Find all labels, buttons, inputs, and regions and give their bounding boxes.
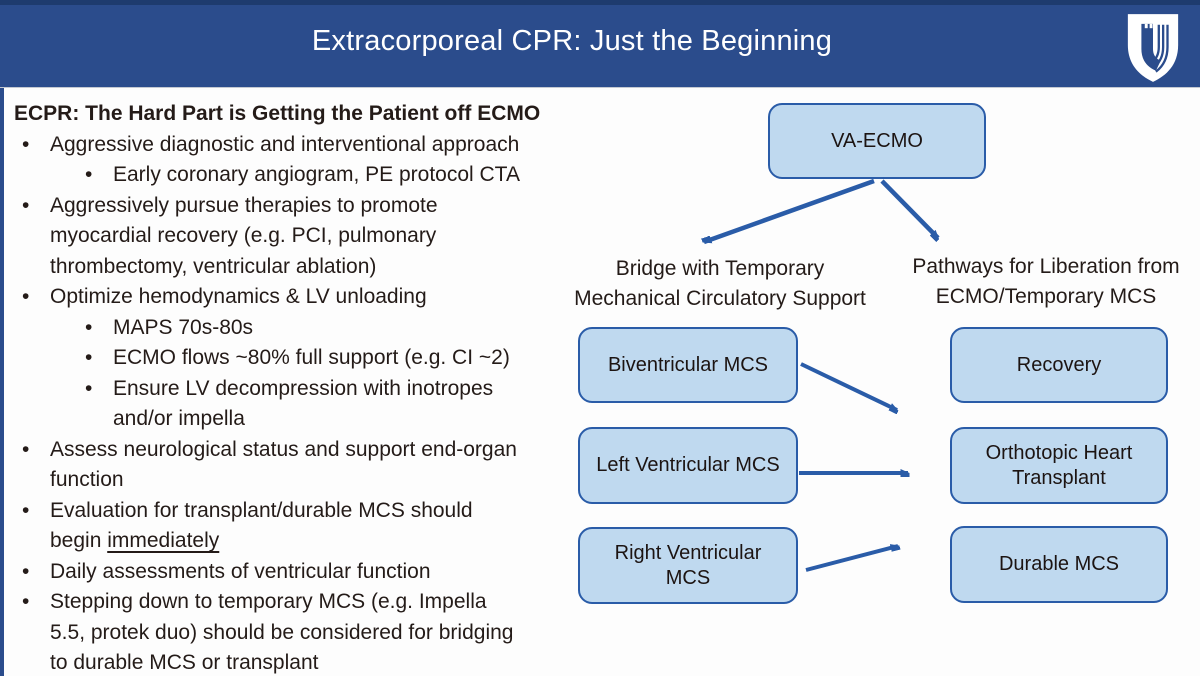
header-bar: Extracorporeal CPR: Just the Beginning (0, 0, 1200, 88)
bullet-text: Daily assessments of ventricular functio… (50, 559, 431, 583)
bullet-item: • Optimize hemodynamics & LV unloading (14, 282, 574, 313)
bullet-marker: • (22, 132, 30, 156)
bullet-marker: • (85, 376, 93, 400)
bullet-marker: • (22, 285, 30, 308)
branch-label-bridge: Bridge with Temporary Mechanical Circula… (574, 257, 866, 310)
bullet-item: • Daily assessments of ventricular functi… (14, 557, 574, 588)
flow-node-va-ecmo: VA-ECMO (768, 103, 986, 179)
bullet-text: Assess neurological status and support e… (50, 437, 517, 492)
bullet-item: • Stepping down to temporary MCS (e.g. Im… (14, 587, 574, 676)
left-edge-strip (0, 88, 4, 676)
bullet-text: Aggressive diagnostic and interventional… (50, 132, 520, 156)
bullet-item: • MAPS 70s-80s (14, 313, 574, 344)
flow-node-left-ventricular-mcs: Left Ventricular MCS (578, 427, 798, 504)
bullet-text: Ensure LV decompression with inotropes a… (113, 376, 494, 431)
branch-label-liberation: Pathways for Liberation from ECMO/Tempor… (912, 255, 1180, 308)
left-panel: ECPR: The Hard Part is Getting the Patie… (14, 99, 574, 676)
bullet-text: Stepping down to temporary MCS (e.g. Imp… (50, 590, 514, 674)
bullet-text: Aggressively pursue therapies to promote… (50, 193, 438, 278)
bullet-item: • Ensure LV decompression with inotropes … (14, 374, 574, 435)
bullet-text: ECMO flows ~80% full support (e.g. CI ~2… (113, 346, 510, 369)
flow-node-biventricular-mcs: Biventricular MCS (578, 327, 798, 403)
flow-node-durable-mcs: Durable MCS (950, 526, 1168, 603)
bullet-text: Evaluation for transplant/durable MCS sh… (50, 498, 473, 553)
bullet-item: • ECMO flows ~80% full support (e.g. CI ~… (14, 343, 574, 374)
bullet-marker: • (22, 498, 30, 522)
bullet-marker: • (22, 193, 30, 217)
flow-node-recovery: Recovery (950, 327, 1168, 403)
bullet-marker: • (22, 437, 30, 461)
bullet-marker: • (22, 559, 30, 583)
bullet-text: MAPS 70s-80s (113, 315, 254, 339)
bullet-marker: • (85, 315, 93, 339)
bullet-item: • Aggressively pursue therapies to promot… (14, 191, 574, 283)
slide-title: Extracorporeal CPR: Just the Beginning (311, 25, 833, 57)
bullet-marker: • (85, 163, 93, 186)
bullet-item: • Evaluation for transplant/durable MCS s… (14, 496, 574, 557)
flow-node-right-ventricular-mcs: Right Ventricular MCS (578, 527, 798, 604)
bullet-item: • Early coronary angiogram, PE protocol C… (14, 160, 574, 191)
flow-node-orthotopic-heart-transplant: Orthotopic Heart Transplant (950, 427, 1168, 504)
duke-health-shield-icon (1124, 11, 1182, 85)
bullet-text: Early coronary angiogram, PE protocol CT… (113, 163, 520, 186)
bullet-item: • Assess neurological status and support … (14, 435, 574, 496)
bullet-list: • Aggressive diagnostic and interventiona… (14, 130, 574, 676)
bullet-marker: • (22, 590, 30, 613)
bullet-item: • Aggressive diagnostic and interventiona… (14, 130, 574, 161)
left-panel-heading: ECPR: The Hard Part is Getting the Patie… (14, 102, 541, 125)
bullet-marker: • (85, 346, 93, 369)
bullet-text: Optimize hemodynamics & LV unloading (50, 285, 427, 308)
